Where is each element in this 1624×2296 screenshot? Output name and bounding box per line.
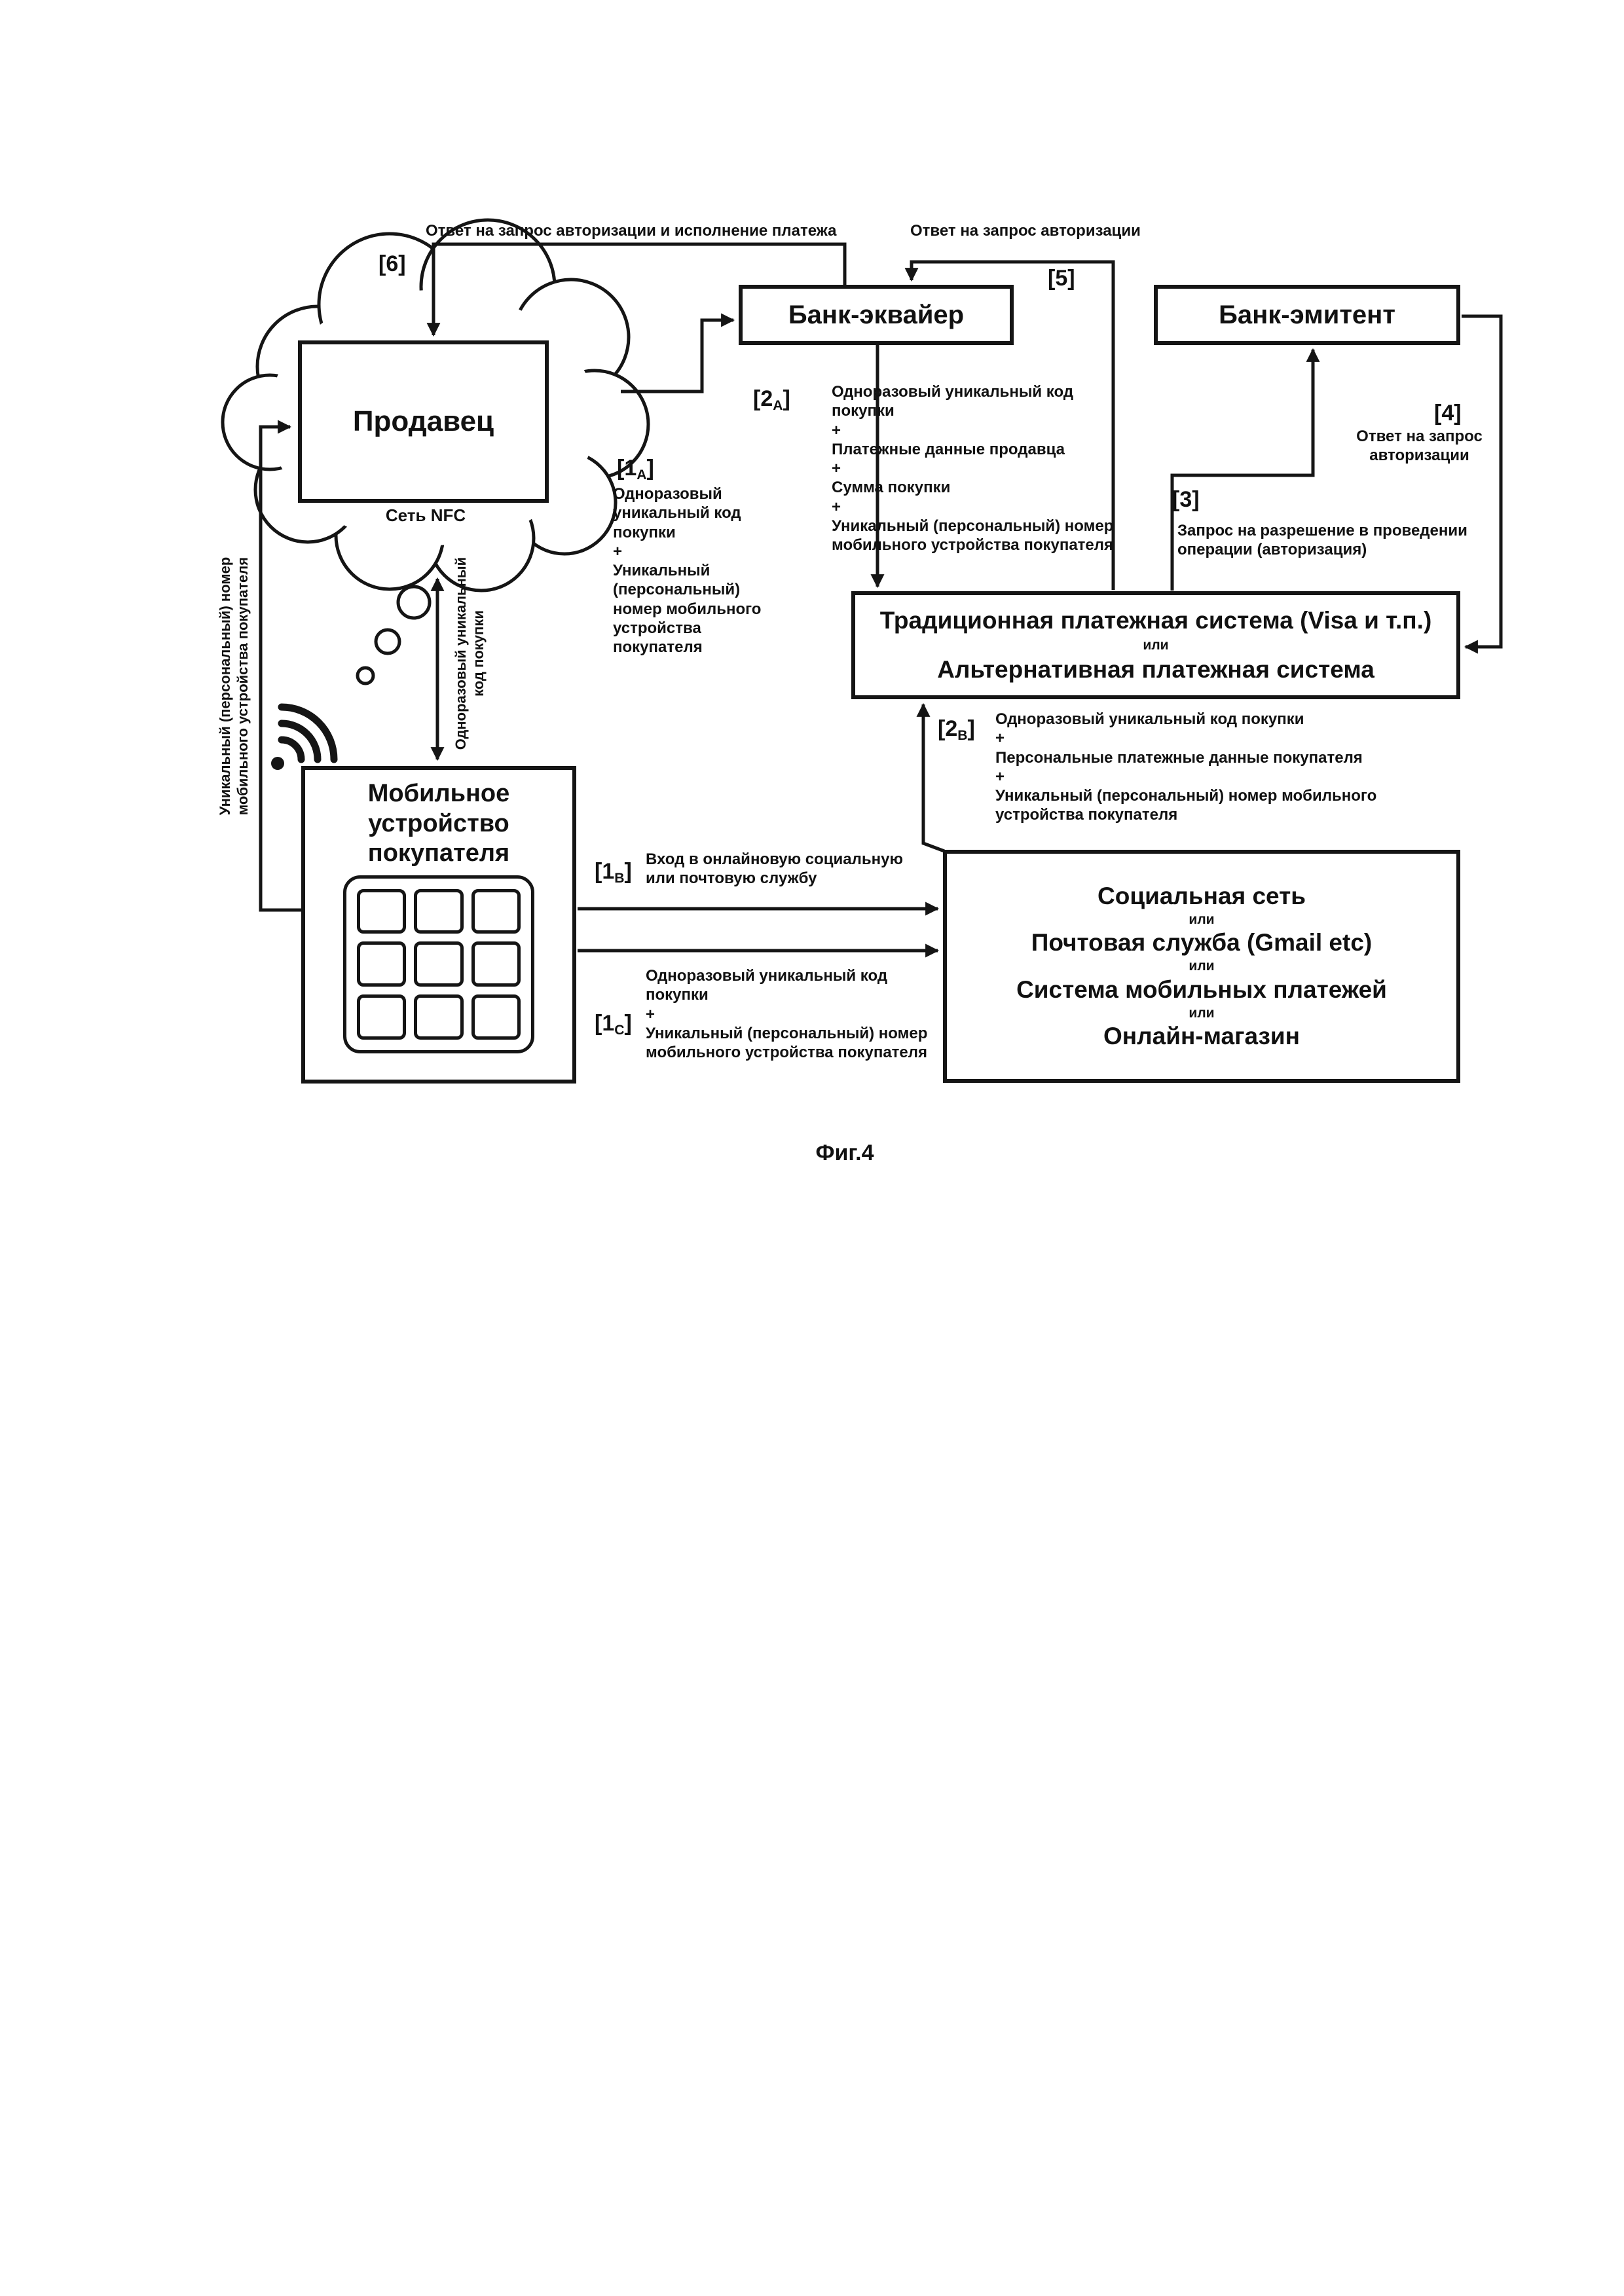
connector-acquirer-to-seller-6: [426, 242, 847, 337]
step-tag-4: [4]: [1434, 401, 1462, 426]
keypad-key: [414, 888, 464, 934]
payment-system-alt: Альтернативная платежная система: [937, 656, 1375, 683]
rotated-purchase-code-label: Одноразовый уникальный код покупки: [452, 556, 487, 750]
services-or-1: или: [1189, 911, 1215, 927]
nfc-signal-icon: [271, 703, 338, 770]
connector-services-to-payment-2b: [916, 702, 945, 853]
edge-text-2b: Одноразовый уникальный код покупки + Пер…: [995, 710, 1377, 824]
step-tag-5: [5]: [1048, 266, 1075, 291]
figure-caption: Фиг.4: [815, 1140, 874, 1165]
edge-text-1c: Одноразовый уникальный код покупки + Уни…: [646, 967, 928, 1062]
step-tag-3: [3]: [1172, 487, 1200, 512]
rotated-device-number-label: Уникальный (персональный) номер мобильно…: [217, 556, 251, 816]
service-online-store: Онлайн-магазин: [1103, 1023, 1300, 1050]
edge-text-4: Ответ на запрос авторизации: [1356, 428, 1483, 465]
keypad-key: [357, 888, 407, 934]
step-tag-2a: [2A]: [753, 386, 790, 413]
edge-text-2a: Одноразовый уникальный код покупки + Пла…: [832, 383, 1114, 555]
connector-issuer-to-payment-4: [1462, 314, 1503, 654]
services-or-3: или: [1189, 1005, 1215, 1021]
keypad-key: [471, 888, 521, 934]
payment-system-box: Традиционная платежная система (Visa и т…: [851, 591, 1460, 699]
service-mobile-payments: Система мобильных платежей: [1016, 975, 1387, 1003]
connector-payment-to-issuer-3: [1170, 348, 1320, 591]
issuer-bank-box: Банк-эмитент: [1154, 285, 1460, 345]
edge-text-5: Ответ на запрос авторизации: [910, 222, 1141, 240]
seller-box: Продавец: [298, 340, 549, 503]
service-mail: Почтовая служба (Gmail etc): [1031, 929, 1373, 957]
keypad-key: [471, 994, 521, 1040]
service-social-network: Социальная сеть: [1098, 882, 1306, 909]
edge-text-1b: Вход в онлайновую социальную или почтову…: [646, 850, 903, 888]
keypad-key: [357, 941, 407, 987]
cloud-bubbles: [356, 585, 432, 685]
issuer-bank-label: Банк-эмитент: [1219, 300, 1395, 329]
online-services-box: Социальная сеть или Почтовая служба (Gma…: [943, 850, 1460, 1083]
keypad-key: [471, 941, 521, 987]
payment-system-or: или: [1143, 637, 1169, 653]
edge-text-6: Ответ на запрос авторизации и исполнение…: [426, 222, 837, 240]
step-tag-1a: [1A]: [617, 456, 654, 483]
step-tag-2b: [2B]: [938, 716, 975, 743]
nfc-network-label: Сеть NFC: [385, 505, 466, 525]
connector-seller-to-acquirer-1a: [621, 313, 735, 393]
step-tag-6: [6]: [378, 251, 406, 276]
step-tag-1c: [1C]: [595, 1011, 632, 1038]
acquirer-bank-box: Банк-эквайер: [739, 285, 1014, 345]
keypad-key: [357, 994, 407, 1040]
connector-payment-to-acquirer-5: [904, 260, 1115, 590]
payment-system-primary: Традиционная платежная система (Visa и т…: [879, 606, 1432, 634]
seller-label: Продавец: [352, 405, 494, 437]
keypad-key: [414, 941, 464, 987]
mobile-device-label: Мобильное устройство покупателя: [367, 780, 510, 867]
connector-mobile-to-seller-device-number: [259, 420, 301, 912]
step-tag-1b: [1B]: [595, 859, 632, 886]
mobile-keypad: [343, 875, 534, 1053]
acquirer-bank-label: Банк-эквайер: [788, 300, 965, 329]
edge-text-3: Запрос на разрешение в проведении операц…: [1177, 522, 1467, 559]
services-or-2: или: [1189, 958, 1215, 974]
keypad-key: [414, 994, 464, 1040]
edge-text-1a: Одноразовый уникальный код покупки + Уни…: [613, 485, 762, 657]
mobile-device-box: Мобильное устройство покупателя: [301, 766, 576, 1084]
